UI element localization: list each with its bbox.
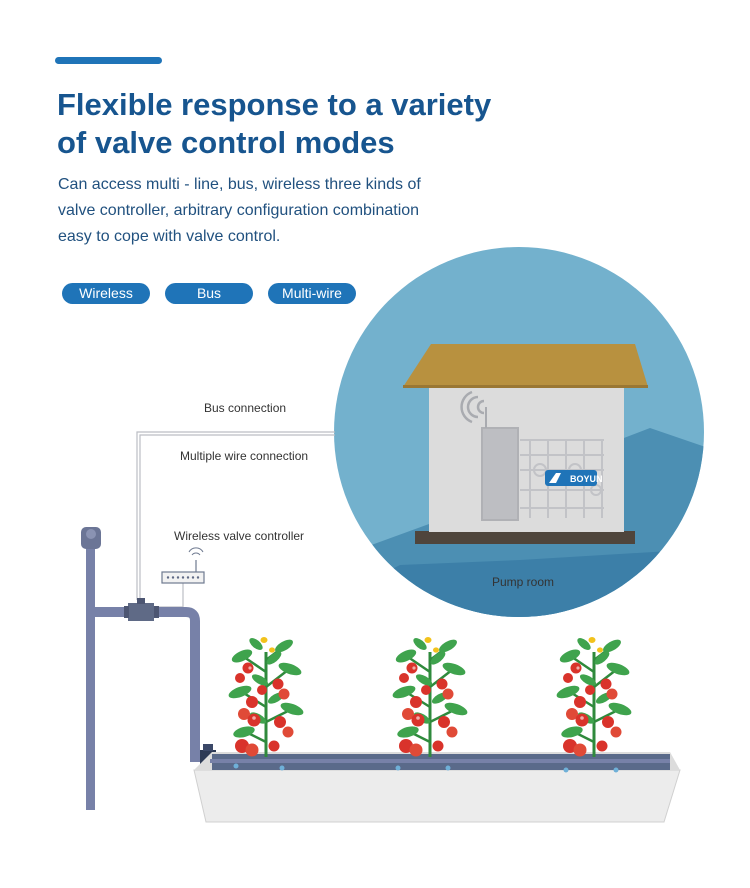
drip-emitters xyxy=(233,763,619,773)
pipe-gauge-icon xyxy=(81,527,101,549)
house-roof xyxy=(403,344,648,387)
description: Can access multi - line, bus, wireless t… xyxy=(58,172,498,250)
tomato-plant-1 xyxy=(225,634,307,759)
accent-bar xyxy=(55,57,162,64)
wireless-controller-label: Wireless valve controller xyxy=(174,529,304,543)
multiwire-connection-label: Multiple wire connection xyxy=(180,449,308,463)
description-line-3: easy to cope with valve control. xyxy=(58,228,281,245)
page-title: Flexible response to a variety of valve … xyxy=(57,86,577,162)
house-wall xyxy=(429,387,624,532)
tomato-plant-3 xyxy=(553,634,635,759)
wifi-signal-icon xyxy=(460,390,487,428)
antenna-signal-icon xyxy=(188,547,204,556)
description-line-1: Can access multi - line, bus, wireless t… xyxy=(58,176,421,193)
boyun-logo: BOYUN xyxy=(545,470,603,486)
mode-bus-button[interactable]: Bus xyxy=(165,283,253,304)
wireless-controller-device xyxy=(161,547,205,584)
logo-text: BOYUN xyxy=(570,474,603,484)
planter-box xyxy=(193,752,681,823)
house-base xyxy=(415,531,635,544)
pump-room-label: Pump room xyxy=(492,575,554,589)
mode-wireless-button[interactable]: Wireless xyxy=(62,283,150,304)
main-valve-icon xyxy=(124,598,159,621)
tomato-plant-2 xyxy=(389,634,471,759)
title-line-1: Flexible response to a variety xyxy=(57,87,492,122)
bus-connection-label: Bus connection xyxy=(204,401,286,415)
title-line-2: of valve control modes xyxy=(57,125,395,160)
description-line-2: valve controller, arbitrary configuratio… xyxy=(58,202,420,219)
mode-multiwire-button[interactable]: Multi-wire xyxy=(268,283,356,304)
